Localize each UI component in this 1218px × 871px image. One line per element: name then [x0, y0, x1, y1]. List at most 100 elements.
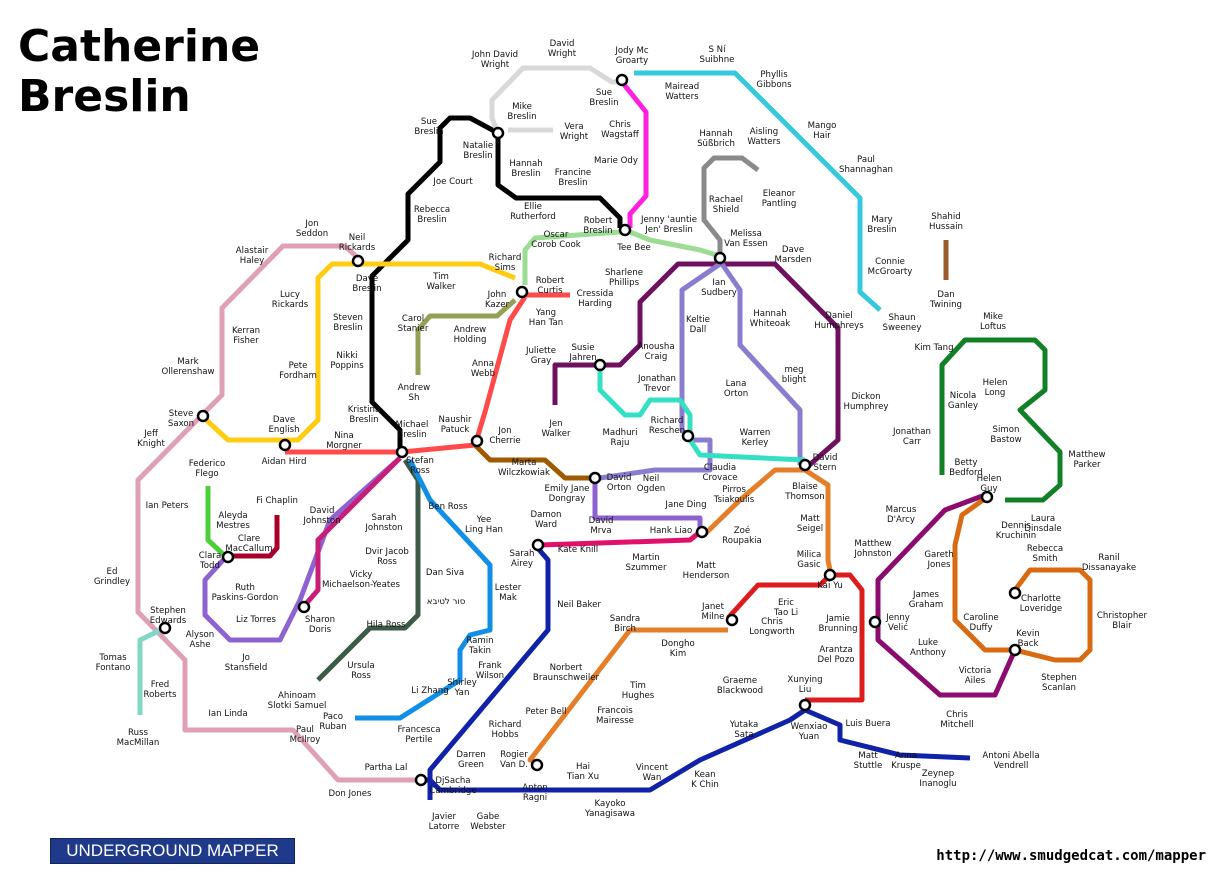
station-label[interactable]: Liz Torres — [236, 615, 276, 625]
interchange-djsacha-cambridge[interactable] — [414, 773, 428, 787]
interchange-david-stern[interactable] — [798, 458, 812, 472]
interchange-ian-sudbery[interactable] — [713, 251, 727, 265]
interchange-jon-cherrie[interactable] — [470, 434, 484, 448]
interchange-susie-jahren[interactable] — [593, 358, 607, 372]
underground-mapper-badge[interactable]: UNDERGROUND MAPPER — [50, 838, 295, 864]
station-label[interactable]: Marie Ody — [594, 156, 638, 166]
station-label[interactable]: סור לטיבא — [427, 597, 466, 607]
station-label[interactable]: Luis Buera — [845, 719, 890, 729]
interchange-jenny-breslin[interactable] — [618, 223, 632, 237]
interchange-clara-todd[interactable] — [221, 550, 235, 564]
interchange-sue-breslin[interactable] — [615, 73, 629, 87]
interchange-natalie-breslin[interactable] — [491, 126, 505, 140]
station-label[interactable]: Joe Court — [432, 177, 473, 187]
interchange-dave-english[interactable] — [278, 438, 292, 452]
station-label[interactable]: Partha Lal — [365, 763, 408, 773]
interchange-neil-rickards[interactable] — [351, 254, 365, 268]
station-label[interactable]: Li Zhang — [411, 686, 448, 696]
interchange-helen-guy[interactable] — [980, 490, 994, 504]
